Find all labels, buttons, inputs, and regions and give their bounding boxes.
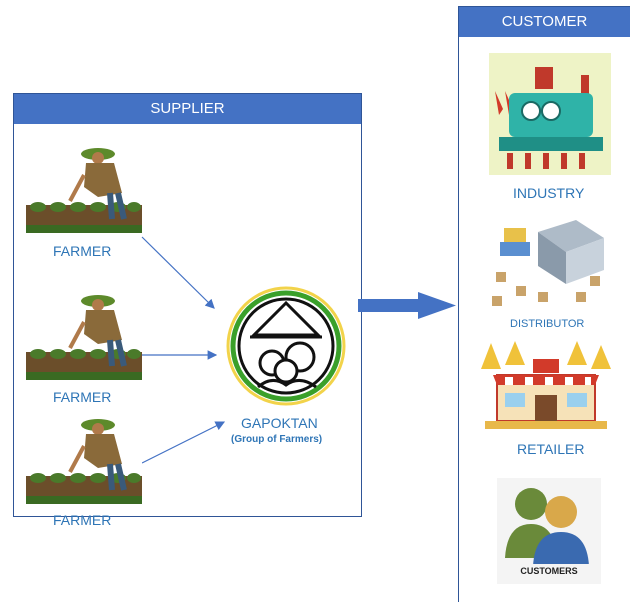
gapoktan-sublabel: (Group of Farmers) — [231, 434, 323, 445]
farmer-image — [26, 412, 142, 509]
customers-label: CUSTOMERS — [520, 566, 578, 576]
distributor-warehouse-icon — [486, 212, 610, 317]
distributor-label: DISTRIBUTOR — [510, 318, 585, 330]
industry-factory-icon — [489, 53, 611, 180]
arrow-farmer3-to-gapoktan — [141, 421, 226, 464]
gapoktan-logo-icon — [224, 283, 348, 414]
block-arrow-to-customer — [358, 292, 456, 319]
farmer-label-2: FARMER — [53, 389, 112, 405]
customer-header: CUSTOMER — [459, 7, 630, 37]
retailer-label: RETAILER — [517, 441, 585, 457]
customers-people-icon: CUSTOMERS — [497, 478, 601, 589]
gapoktan-label: GAPOKTAN — [241, 415, 318, 431]
supplier-header: SUPPLIER — [14, 94, 361, 124]
arrow-farmer1-to-gapoktan — [141, 236, 215, 309]
farmer-image — [26, 288, 142, 385]
industry-label: INDUSTRY — [513, 185, 585, 201]
farmer-label-1: FARMER — [53, 243, 112, 259]
farmer-image — [26, 141, 142, 238]
farmer-label-3: FARMER — [53, 512, 112, 528]
retailer-shop-icon — [471, 339, 621, 438]
